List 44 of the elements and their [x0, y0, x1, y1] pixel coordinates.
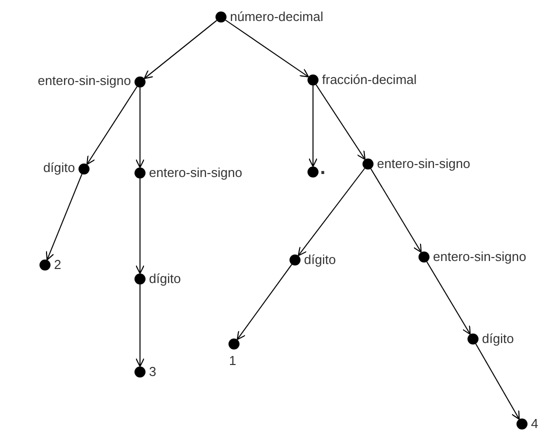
arrow	[135, 284, 145, 368]
tree-node-dot	[134, 366, 146, 378]
arrow	[475, 343, 520, 420]
node-label: entero-sin-signo	[433, 250, 526, 263]
node-label: entero-sin-signo	[38, 74, 131, 87]
node-label: 3	[149, 365, 156, 378]
arrow	[86, 86, 138, 165]
arrow	[308, 85, 318, 168]
node-label: .	[320, 158, 326, 178]
node-label: 1	[229, 354, 236, 367]
node-label: 4	[531, 417, 538, 430]
tree-node-dot	[308, 74, 318, 86]
tree-node-dot	[418, 252, 430, 262]
node-label: número-decimal	[230, 10, 324, 23]
tree-node-dot	[134, 76, 146, 88]
tree-node-dot	[228, 338, 240, 350]
node-label: dígito	[304, 253, 336, 266]
tree-node-dot	[468, 334, 478, 344]
node-label: dígito	[43, 161, 75, 174]
node-label: 2	[54, 258, 62, 271]
node-label: fracción-decimal	[322, 73, 417, 86]
tree-node-dot	[40, 260, 50, 270]
arrow	[46, 174, 82, 260]
node-label: entero-sin-signo	[377, 157, 470, 170]
arrow	[370, 168, 422, 253]
tree-node-dot	[362, 158, 374, 170]
node-label: dígito	[482, 332, 514, 345]
node-label: entero-sin-signo	[149, 166, 242, 179]
arrow	[135, 178, 145, 274]
tree-node-dot	[134, 168, 146, 178]
tree-node-dot	[134, 274, 146, 284]
arrow	[316, 84, 366, 160]
arrow	[426, 261, 471, 335]
tree-node-dot	[308, 166, 318, 178]
node-label: dígito	[149, 272, 181, 285]
arrow	[236, 264, 292, 340]
arrow	[225, 20, 309, 78]
arrow	[298, 168, 366, 256]
tree-node-dot	[216, 12, 226, 22]
arrow	[135, 87, 145, 168]
tree-node-dot	[290, 254, 300, 266]
tree-node-dot	[516, 418, 528, 430]
arrow	[144, 20, 218, 80]
tree-node-dot	[78, 164, 90, 174]
